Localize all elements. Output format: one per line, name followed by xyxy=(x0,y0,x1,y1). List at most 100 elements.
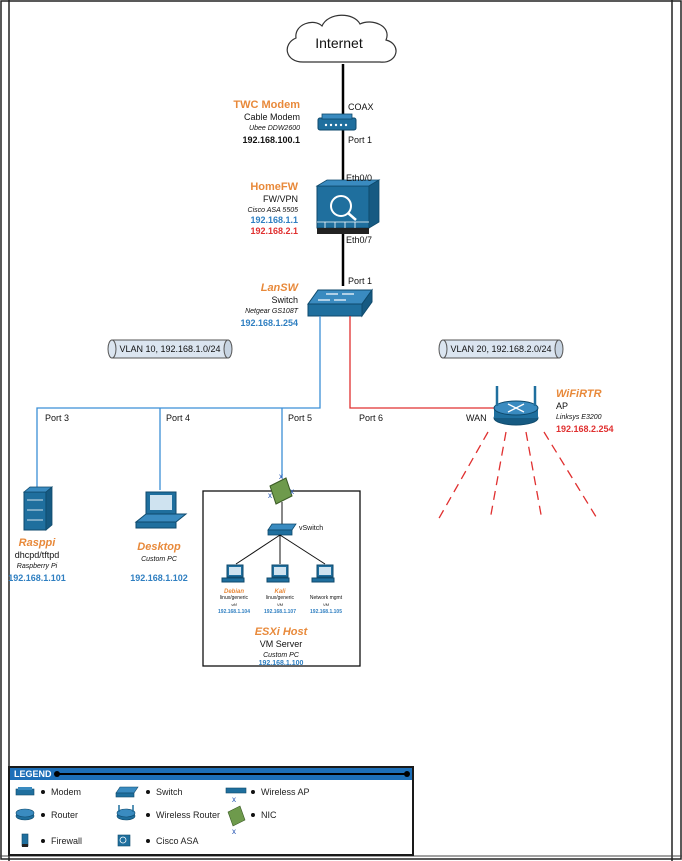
switch-icon xyxy=(115,786,139,798)
nic-icon: x xyxy=(227,805,246,836)
legend-cisco-asa-label: Cisco ASA xyxy=(156,836,199,846)
wifi-wan-label: WAN xyxy=(466,413,487,423)
wireless-ap-icon: x xyxy=(225,787,247,804)
port4-label: Port 4 xyxy=(166,413,191,423)
svg-text:x: x xyxy=(268,491,272,500)
desktop-pc-icon xyxy=(134,491,188,529)
vm-name: Debian xyxy=(223,589,245,595)
lan-switch-icon xyxy=(307,288,373,318)
vlan10-tube-icon xyxy=(107,339,233,359)
esxi-type: VM Server xyxy=(259,639,303,649)
desktop-model: Custom PC xyxy=(141,556,177,563)
firewall-icon xyxy=(21,833,29,847)
vswitch-label: vSwitch xyxy=(299,525,324,532)
fw-type: FW/VPN xyxy=(263,194,298,204)
legend-dot-left xyxy=(54,771,60,777)
modem-model: Ubee DDW2600 xyxy=(249,125,300,132)
raspi-type: dhcpd/tftpd xyxy=(14,550,60,560)
raspi-ip: 192.168.1.101 xyxy=(8,573,66,583)
fw-ip2: 192.168.2.1 xyxy=(250,226,298,236)
legend-wireless-router-label: Wireless Router xyxy=(156,810,221,820)
desktop-name: Desktop xyxy=(137,541,181,553)
port6-label: Port 6 xyxy=(359,413,384,423)
modem-type: Cable Modem xyxy=(243,112,300,122)
vswitch-vm-links xyxy=(235,534,326,565)
legend-rule xyxy=(56,773,406,775)
esxi-model: Custom PC xyxy=(263,652,299,659)
legend-icons: x x xyxy=(15,786,255,847)
vlan10-links xyxy=(36,316,321,492)
switch-name: LanSW xyxy=(260,282,298,294)
wireless-router-icon xyxy=(493,386,539,426)
vm-kind: VM xyxy=(277,602,283,607)
legend-switch-label: Switch xyxy=(156,787,183,797)
fw-port-out: Eth0/7 xyxy=(346,235,373,245)
vswitch-icon xyxy=(267,523,297,536)
legend: LEGEND x x Modem Switch Wireless AP Rout… xyxy=(8,766,414,856)
legend-nic-label: NIC xyxy=(261,810,277,820)
modem-icon xyxy=(15,787,35,796)
vm-name: Kali xyxy=(274,589,286,595)
legend-router-label: Router xyxy=(51,810,79,820)
modem-icon xyxy=(317,113,357,131)
raspberry-pi-server-icon xyxy=(22,486,54,531)
internet-label: Internet xyxy=(315,35,363,51)
vlan20-label: VLAN 20, 192.168.2.0/24 xyxy=(450,344,552,354)
modem-ip: 192.168.100.1 xyxy=(242,135,300,145)
port3-label: Port 3 xyxy=(45,413,70,423)
cisco-asa-icon xyxy=(117,834,131,847)
modem-name: TWC Modem xyxy=(233,99,300,111)
legend-title: LEGEND xyxy=(14,769,52,779)
legend-wireless-ap-label: Wireless AP xyxy=(261,787,310,797)
raspi-model: Raspberry Pi xyxy=(16,563,58,570)
raspi-name: Rasppi xyxy=(18,537,56,549)
switch-port-in: Port 1 xyxy=(348,276,373,286)
wifi-signal-lines xyxy=(437,431,599,521)
esxi-ip: 192.168.1.100 xyxy=(258,660,304,667)
vm-ip: 192.168.1.105 xyxy=(310,609,342,615)
svg-text:x: x xyxy=(279,472,283,481)
legend-firewall-label: Firewall xyxy=(51,836,83,846)
modem-port-in: COAX xyxy=(348,102,374,112)
port5-label: Port 5 xyxy=(288,413,313,423)
vm-ip: 192.168.1.104 xyxy=(218,609,250,615)
vm-pc-icon xyxy=(266,564,290,583)
legend-modem-label: Modem xyxy=(51,787,82,797)
vlan20-links xyxy=(349,316,498,409)
switch-type: Switch xyxy=(271,295,298,305)
switch-model: Netgear GS108T xyxy=(245,308,298,315)
cisco-asa-icon xyxy=(315,179,381,234)
switch-ip: 192.168.1.254 xyxy=(240,318,298,328)
vlan20-tube-icon xyxy=(438,339,564,359)
wifi-model: Linksys E3200 xyxy=(556,414,602,421)
svg-text:x: x xyxy=(232,795,236,804)
vm-pc-icon xyxy=(311,564,335,583)
wireless-router-icon xyxy=(116,805,136,821)
internet-cloud-icon xyxy=(286,14,397,63)
modem-port-out: Port 1 xyxy=(348,135,373,145)
svg-text:x: x xyxy=(290,487,294,496)
fw-port-in: Eth0/0 xyxy=(346,173,373,183)
legend-dot-right xyxy=(404,771,410,777)
svg-text:x: x xyxy=(232,827,236,836)
vlan10-label: VLAN 10, 192.168.1.0/24 xyxy=(119,344,221,354)
wifi-name: WiFiRTR xyxy=(556,388,602,400)
vm-role: linux/generic xyxy=(219,595,249,601)
vm-kind: VM xyxy=(323,602,329,607)
wifi-ip: 192.168.2.254 xyxy=(556,424,614,434)
desktop-ip: 192.168.1.102 xyxy=(130,573,188,583)
vm-kind: vM xyxy=(231,602,237,607)
esxi-name: ESXi Host xyxy=(254,626,308,638)
fw-ip1: 192.168.1.1 xyxy=(250,215,298,225)
vm-role: Network mgmt xyxy=(309,595,343,601)
fw-name: HomeFW xyxy=(250,181,298,193)
vm-pc-icon xyxy=(221,564,245,583)
legend-title-bar: LEGEND xyxy=(10,768,412,780)
router-icon xyxy=(15,808,35,821)
fw-model: Cisco ASA 5505 xyxy=(247,207,298,214)
vm-role: linux/generic xyxy=(265,595,295,601)
wifi-type: AP xyxy=(556,401,569,411)
